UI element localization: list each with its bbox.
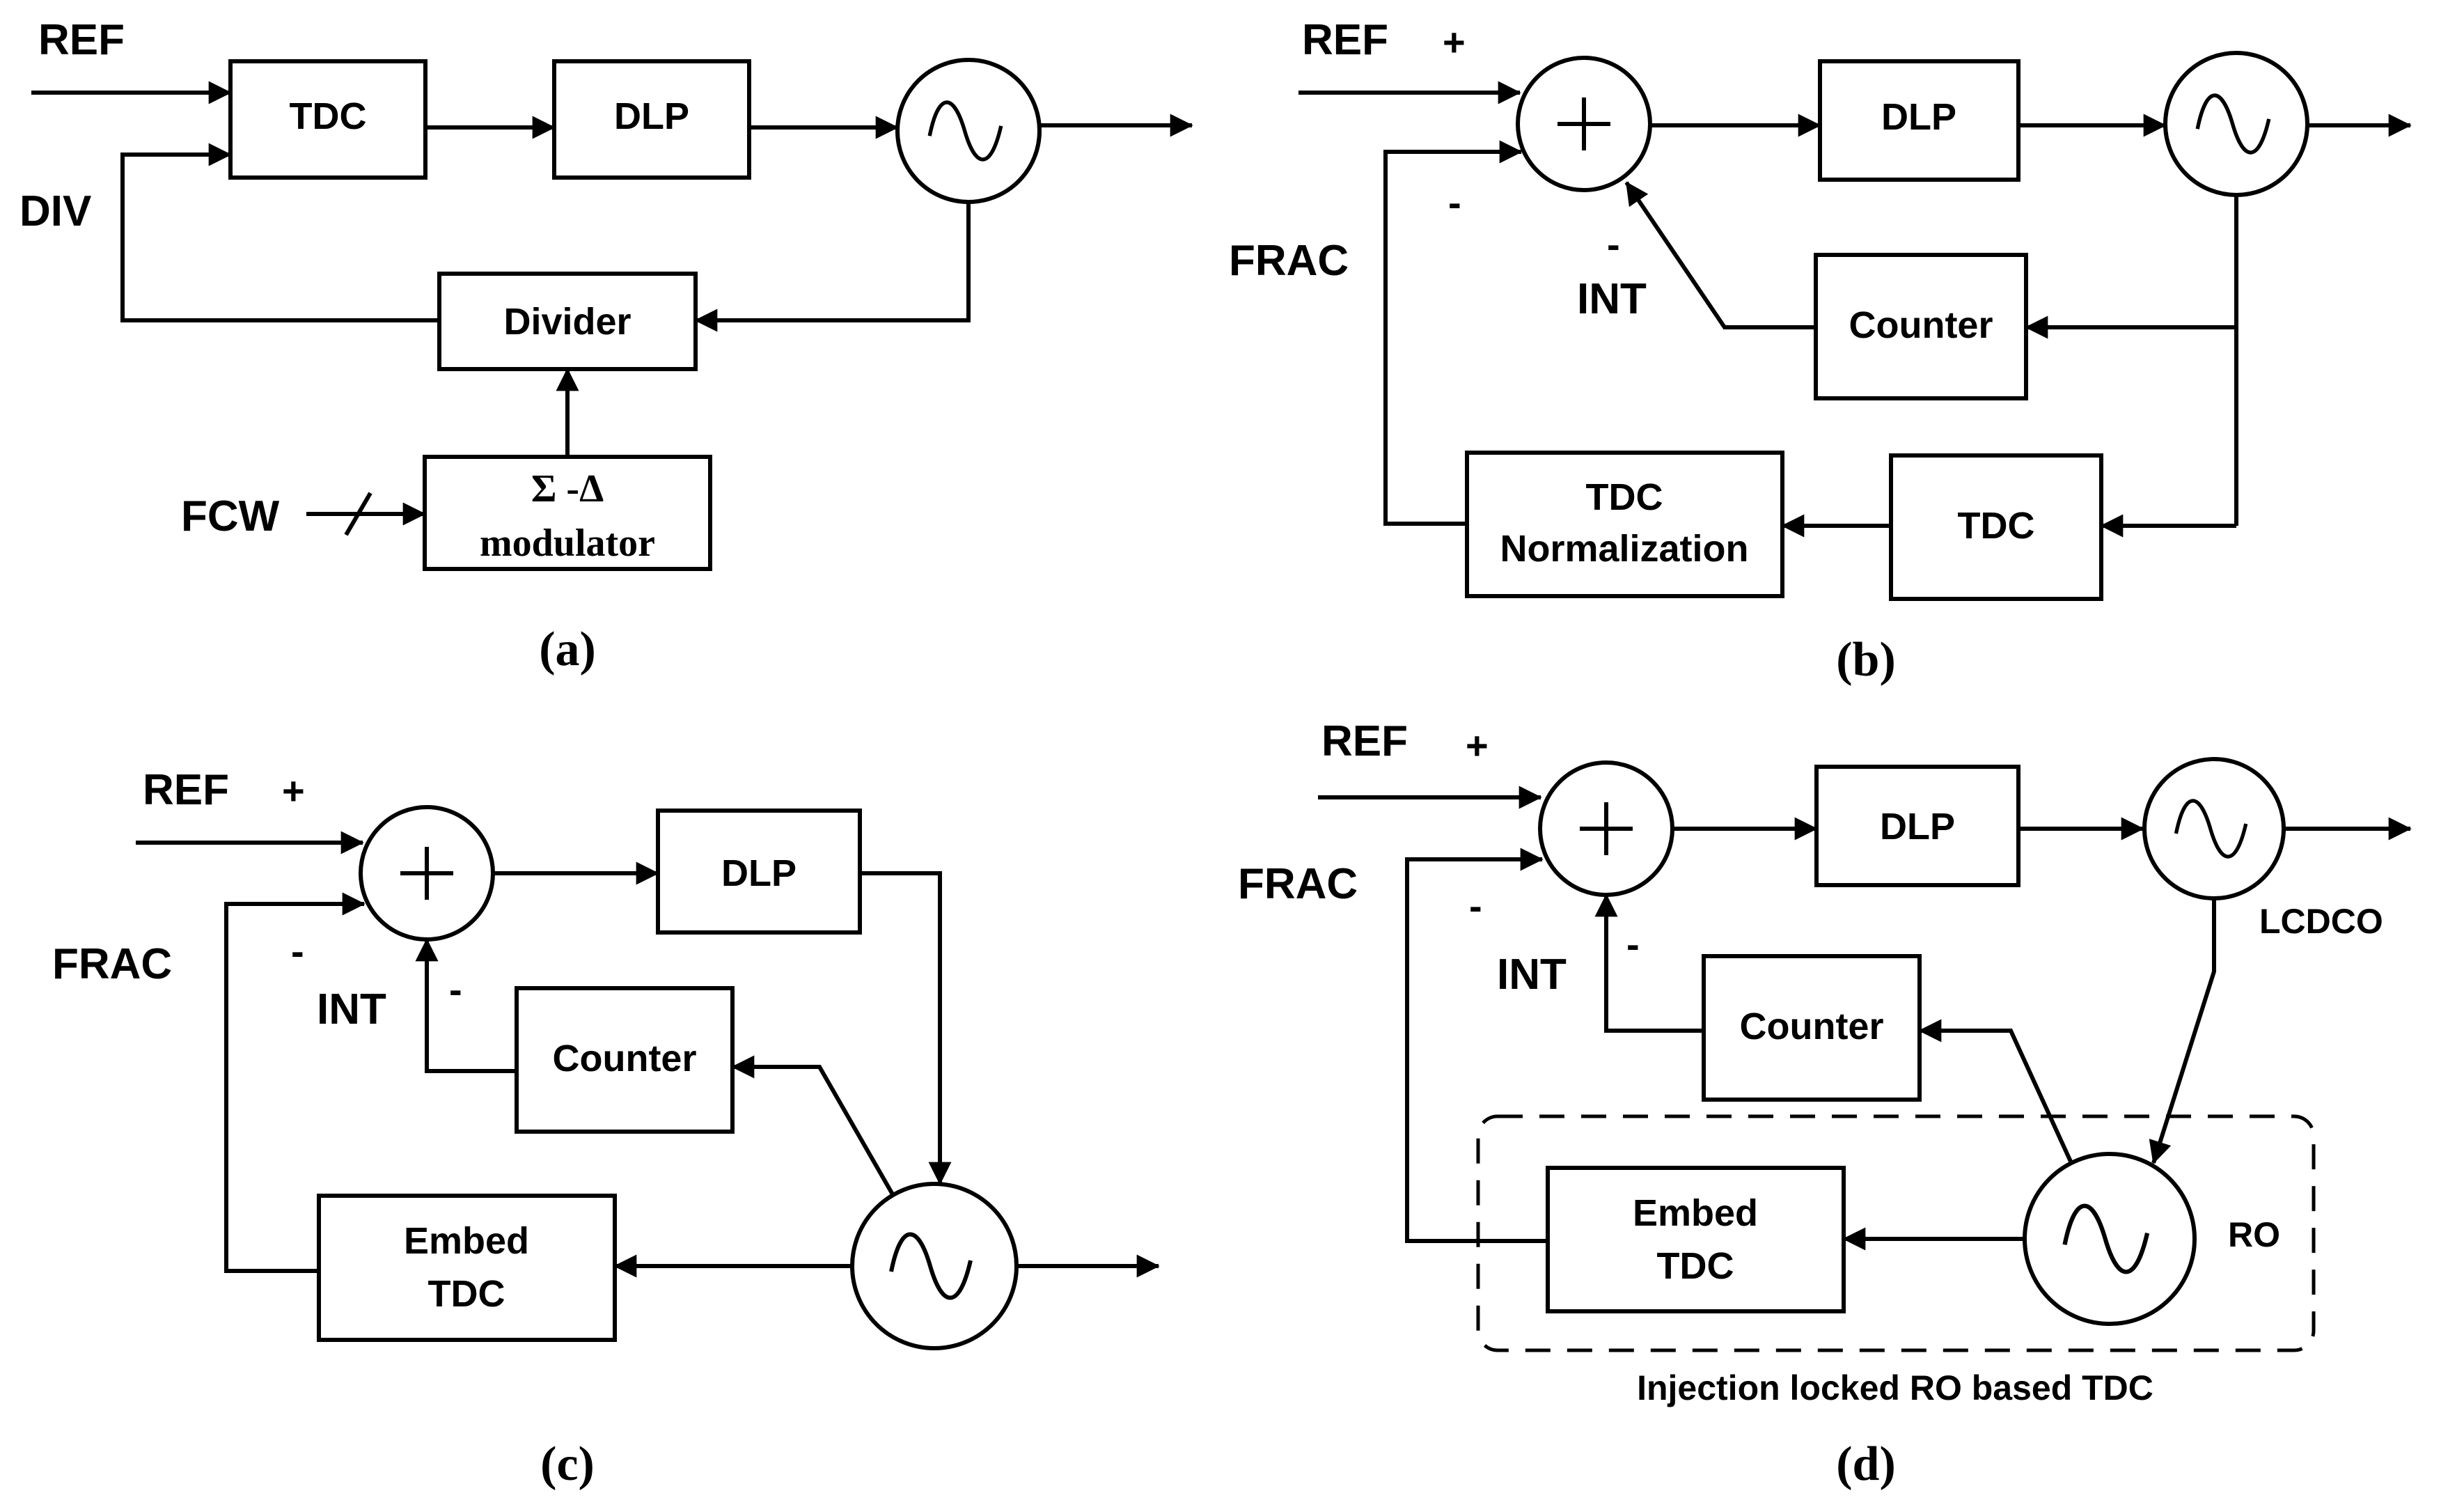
- oscillator: [850, 1182, 1019, 1350]
- int-feedback-arrow: [415, 938, 517, 1073]
- panel-b: DLP Counter TDC TDC Normalization REF + …: [1229, 16, 2412, 687]
- fcw-label: FCW: [181, 492, 280, 540]
- lcdco-label: LCDCO: [2259, 902, 2383, 941]
- tdc-block: [228, 59, 427, 180]
- dlp-label: DLP: [1881, 96, 1956, 138]
- minus-sign-frac: -: [1469, 884, 1482, 928]
- embed-label-1: Embed: [1633, 1192, 1758, 1234]
- minus-sign-frac: -: [291, 929, 304, 973]
- frac-feedback-arrow: [1405, 848, 1548, 1243]
- dlp-label: DLP: [614, 95, 689, 137]
- norm-label-1: TDC: [1586, 476, 1663, 518]
- minus-sign-int: -: [1626, 922, 1640, 966]
- lcdco-oscillator: [2142, 757, 2286, 900]
- embed-label-2: TDC: [1657, 1245, 1734, 1287]
- embed-label-1: Embed: [404, 1220, 529, 1262]
- osc-to-counter-arrow: [731, 1055, 895, 1196]
- dlp-label: DLP: [721, 852, 797, 894]
- frac-feedback-arrow: [224, 892, 366, 1273]
- int-label: INT: [317, 985, 386, 1033]
- frac-feedback-arrow: [1383, 140, 1523, 526]
- ro-oscillator: [2023, 1152, 2197, 1326]
- dlp-label: DLP: [1880, 806, 1955, 848]
- div-feedback-arrow: [120, 143, 439, 322]
- int-label: INT: [1497, 951, 1567, 999]
- oscillator: [2163, 51, 2309, 197]
- oscillator: [895, 58, 1042, 204]
- caption-a: (a): [539, 623, 596, 676]
- caption-c: (c): [540, 1437, 595, 1491]
- minus-sign-frac: -: [1448, 180, 1461, 224]
- counter-block: [515, 986, 735, 1134]
- group-label: Injection locked RO based TDC: [1637, 1368, 2153, 1407]
- counter-label: Counter: [553, 1038, 697, 1079]
- ref-label: REF: [38, 16, 125, 64]
- counter-block: [1702, 954, 1922, 1102]
- bus-slash-icon: [344, 492, 372, 536]
- panel-d: Injection locked RO based TDC DLP Counte…: [1238, 717, 2412, 1491]
- tdc-block: [1889, 453, 2103, 601]
- counter-label: Counter: [1849, 304, 1993, 346]
- frac-label: FRAC: [52, 940, 172, 988]
- int-label: INT: [1577, 275, 1647, 323]
- caption-d: (d): [1836, 1437, 1896, 1491]
- embed-label-2: TDC: [428, 1273, 505, 1315]
- osc-to-divider-arrow: [694, 202, 971, 332]
- minus-sign-int: -: [1607, 222, 1620, 266]
- plus-sign: +: [282, 769, 305, 813]
- counter-label: Counter: [1740, 1006, 1884, 1047]
- int-feedback-arrow: [1594, 893, 1704, 1033]
- ro-label: RO: [2228, 1215, 2280, 1254]
- tdc-label: TDC: [290, 95, 367, 137]
- caption-b: (b): [1836, 633, 1896, 687]
- sigma-delta-label-2: modulator: [480, 522, 655, 565]
- norm-label-2: Normalization: [1500, 528, 1748, 570]
- lcdco-to-ro-arrow: [2149, 898, 2216, 1164]
- dlp-block: [552, 59, 751, 180]
- plus-sign: +: [1466, 724, 1489, 767]
- panel-c: DLP Counter Embed TDC REF + - - FRAC INT…: [52, 766, 1160, 1491]
- embed-tdc-block: [317, 1194, 617, 1342]
- plus-sign: +: [1443, 20, 1466, 64]
- panel-a: TDC DLP Divider Σ -Δ modulator REF DIV F…: [19, 16, 1193, 676]
- tdc-label: TDC: [1958, 505, 2035, 547]
- ref-label: REF: [1302, 16, 1388, 64]
- ro-to-counter-arrow: [1918, 1019, 2073, 1164]
- sigma-delta-label-1: Σ -Δ: [531, 467, 604, 510]
- divider-label: Divider: [503, 301, 631, 343]
- div-label: DIV: [19, 187, 91, 235]
- ref-label: REF: [143, 766, 229, 814]
- int-feedback-arrow: [1624, 181, 1816, 329]
- frac-label: FRAC: [1238, 860, 1358, 908]
- tdc-normalization-block: [1465, 451, 1784, 598]
- frac-label: FRAC: [1229, 237, 1349, 285]
- dlp-block: [656, 809, 862, 935]
- ref-label: REF: [1321, 717, 1408, 765]
- minus-sign-int: -: [449, 967, 462, 1011]
- injection-locked-group-border: [1476, 1114, 2316, 1352]
- sigma-delta-block: [423, 455, 712, 571]
- dlp-to-osc-arrow: [860, 871, 952, 1185]
- embed-tdc-block: [1546, 1166, 1846, 1313]
- dlp-block: [1814, 765, 2020, 887]
